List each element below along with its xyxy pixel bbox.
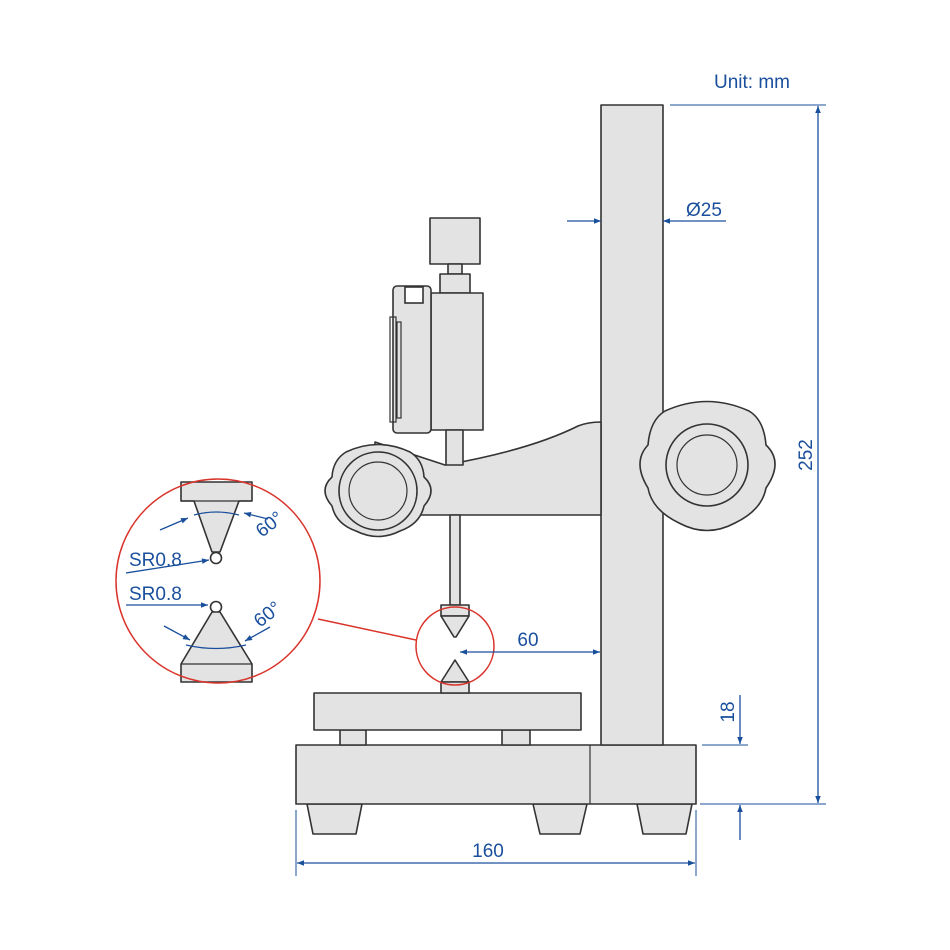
left-clamp-knob <box>324 443 432 538</box>
base-height-label: 18 <box>718 701 739 722</box>
unit-label: Unit: mm <box>714 72 790 93</box>
dial-indicator <box>389 217 484 466</box>
base-width-label: 160 <box>472 841 504 862</box>
total-height-dimension: 252 <box>670 104 826 805</box>
throat-depth-label: 60 <box>517 630 538 651</box>
base-width-dimension: 160 <box>295 810 697 876</box>
right-clamp-knob <box>639 400 776 532</box>
detail-leader-line <box>317 618 417 641</box>
work-table <box>313 692 582 746</box>
upper-tip-radius-label: SR0.8 <box>129 550 182 571</box>
throat-depth-dimension: 60 <box>460 630 600 655</box>
magnified-detail <box>115 478 321 684</box>
total-height-label: 252 <box>796 439 817 471</box>
column-diameter-label: Ø25 <box>686 200 722 221</box>
base-height-dimension: 18 <box>702 695 748 840</box>
lower-tip-radius-label: SR0.8 <box>129 584 182 605</box>
column-diameter-dimension: Ø25 <box>567 200 726 224</box>
probe-assembly <box>440 514 470 694</box>
detail-marker-circle <box>415 606 495 686</box>
stand-base <box>295 744 697 835</box>
